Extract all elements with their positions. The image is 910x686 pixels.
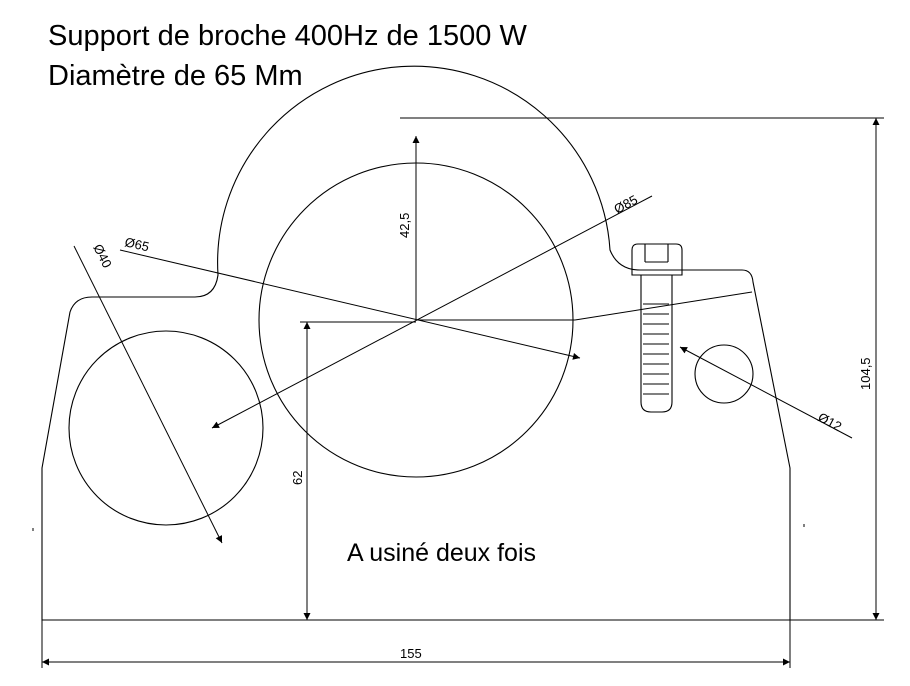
machining-note: A usiné deux fois (347, 539, 536, 567)
dim-d12-label: Ø12 (816, 409, 845, 434)
bracket-outline (41, 65, 791, 621)
dim-h62-label: 62 (290, 471, 305, 485)
dim-d40-label: Ø40 (90, 242, 115, 271)
dim-r42: 42,5 (397, 136, 420, 320)
dim-r42-label: 42,5 (397, 213, 412, 238)
dim-d65: Ø65 (119, 234, 581, 360)
dim-d40: Ø40 (73, 242, 223, 544)
dim-d12: Ø12 (679, 346, 853, 439)
dim-w155: 155 (41, 620, 791, 668)
dim-h104-label: 104,5 (858, 357, 873, 390)
centre-extension-line-2 (574, 291, 753, 321)
hole-40-circle (68, 330, 264, 526)
hole-12-circle (694, 344, 754, 404)
drawing-title: Support de broche 400Hz de 1500 W (48, 20, 527, 52)
drawing-subtitle: Diamètre de 65 Mm (48, 60, 303, 92)
dim-h62: 62 (290, 321, 416, 620)
dim-d85: Ø85 (211, 192, 653, 429)
dim-h104: 104,5 (400, 117, 884, 621)
dim-d85-label: Ø85 (611, 192, 640, 217)
clamp-screw (631, 243, 683, 413)
dim-w155-label: 155 (400, 646, 422, 661)
dim-d65-label: Ø65 (123, 234, 150, 254)
